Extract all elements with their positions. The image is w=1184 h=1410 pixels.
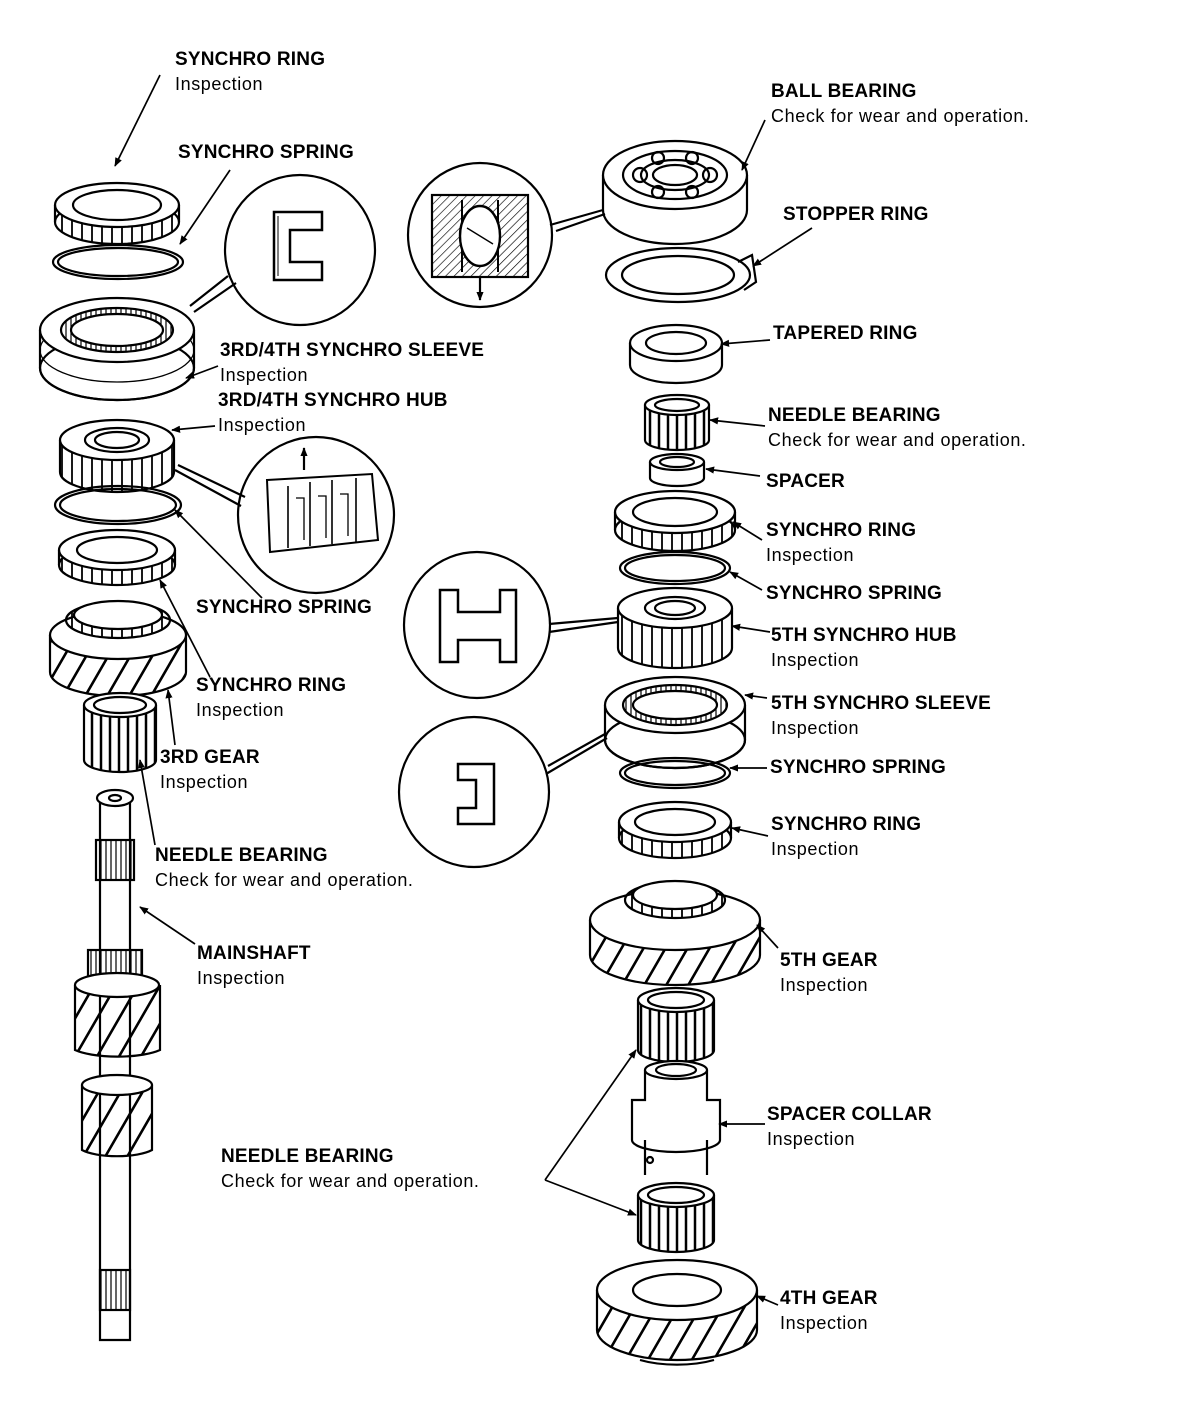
label-title: 3RD/4TH SYNCHRO SLEEVE: [220, 340, 485, 361]
label-title: 3RD/4TH SYNCHRO HUB: [218, 390, 448, 411]
label-title: SYNCHRO RING: [175, 49, 326, 70]
tapered-ring-part: [628, 323, 724, 385]
label-title: SYNCHRO SPRING: [766, 583, 942, 604]
label-title: 3RD GEAR: [160, 747, 260, 768]
label-title: TAPERED RING: [773, 323, 918, 344]
label-ball-bearing: BALL BEARING Check for wear and operatio…: [771, 79, 1030, 129]
detail-circle-sleeve-5th-profile: [397, 715, 551, 869]
gear-4th-part: [595, 1258, 759, 1366]
label-note: Inspection: [780, 975, 869, 995]
label-note: Check for wear and operation.: [221, 1171, 480, 1191]
detail-circle-sleeve-profile: [223, 173, 377, 327]
label-title: SYNCHRO SPRING: [196, 597, 372, 618]
label-title: NEEDLE BEARING: [768, 405, 941, 426]
label-synchro-ring-left: SYNCHRO RING Inspection: [196, 673, 346, 723]
synchro-spring-top-part: [51, 243, 185, 281]
needle-bearing-left-part: [82, 691, 158, 774]
label-title: 5TH SYNCHRO SLEEVE: [771, 693, 992, 714]
detail-circle-hub-profile: [402, 550, 552, 700]
label-title: NEEDLE BEARING: [221, 1146, 394, 1167]
label-spacer-collar: SPACER COLLAR Inspection: [767, 1102, 932, 1152]
label-needle-bearing-bottom: NEEDLE BEARING Check for wear and operat…: [221, 1144, 480, 1194]
gear-5th-part: [588, 879, 762, 987]
label-note: Inspection: [767, 1129, 856, 1149]
label-synchro-spring-left: SYNCHRO SPRING: [196, 595, 372, 620]
synchro-ring-left-part: [57, 528, 177, 587]
synchro-spring-right1-part: [618, 550, 732, 586]
label-synchro-spring-right2: SYNCHRO SPRING: [770, 755, 946, 780]
label-5th-synchro-sleeve: 5TH SYNCHRO SLEEVE Inspection: [771, 691, 991, 741]
needle-bearing-right-part: [643, 393, 711, 452]
needle-bearing-lower-part: [636, 1181, 716, 1254]
label-note: Inspection: [780, 1313, 869, 1333]
label-synchro-ring-top: SYNCHRO RING Inspection: [175, 47, 325, 97]
label-note: Inspection: [771, 839, 860, 859]
label-note: Check for wear and operation.: [155, 870, 414, 890]
label-note: Inspection: [771, 718, 860, 738]
mainshaft-part: [73, 788, 162, 1342]
label-title: MAINSHAFT: [197, 943, 311, 964]
label-title: 4TH GEAR: [780, 1288, 878, 1309]
label-5th-synchro-hub: 5TH SYNCHRO HUB Inspection: [771, 623, 957, 673]
label-note: Inspection: [196, 700, 285, 720]
synchro-ring-top-part: [53, 181, 181, 246]
label-mainshaft: MAINSHAFT Inspection: [197, 941, 311, 991]
label-note: Inspection: [197, 968, 286, 988]
label-note: Inspection: [766, 545, 855, 565]
label-tapered-ring: TAPERED RING: [773, 321, 918, 346]
label-3rd-gear: 3RD GEAR Inspection: [160, 745, 260, 795]
synchro-spring-right2-part: [618, 756, 732, 790]
leader-lines: [114, 74, 813, 1306]
detail-circle-ball-bearing-section: [406, 161, 554, 309]
label-title: NEEDLE BEARING: [155, 845, 328, 866]
synchro-ring-right1-part: [613, 489, 737, 553]
label-synchro-spring-top: SYNCHRO SPRING: [178, 140, 354, 165]
label-3rd-4th-synchro-sleeve: 3RD/4TH SYNCHRO SLEEVE Inspection: [220, 338, 484, 388]
synchro-ring-right2-part: [617, 800, 733, 860]
label-title: BALL BEARING: [771, 81, 917, 102]
label-title: 5TH SYNCHRO HUB: [771, 625, 957, 646]
label-title: SPACER COLLAR: [767, 1104, 932, 1125]
label-synchro-ring-right1: SYNCHRO RING Inspection: [766, 518, 916, 568]
label-note: Inspection: [218, 415, 307, 435]
label-4th-gear: 4TH GEAR Inspection: [780, 1286, 878, 1336]
label-title: STOPPER RING: [783, 204, 929, 225]
synchro-spring-left-part: [53, 484, 183, 526]
hub-34-part: [58, 418, 176, 494]
label-5th-gear: 5TH GEAR Inspection: [780, 948, 878, 998]
label-note: Inspection: [160, 772, 249, 792]
label-synchro-ring-right2: SYNCHRO RING Inspection: [771, 812, 921, 862]
ball-bearing-part: [601, 139, 749, 246]
label-title: SYNCHRO RING: [196, 675, 347, 696]
sleeve-5th-part: [603, 675, 747, 770]
sleeve-34-part: [38, 296, 196, 402]
label-needle-bearing-left: NEEDLE BEARING Check for wear and operat…: [155, 843, 414, 893]
label-note: Check for wear and operation.: [771, 106, 1030, 126]
stopper-ring-part: [604, 246, 758, 304]
detail-circle-hub-teeth: [236, 435, 396, 595]
label-needle-bearing-right: NEEDLE BEARING Check for wear and operat…: [768, 403, 1027, 453]
label-synchro-spring-right1: SYNCHRO SPRING: [766, 581, 942, 606]
gear-3rd-part: [48, 599, 188, 698]
label-note: Inspection: [175, 74, 264, 94]
label-3rd-4th-synchro-hub: 3RD/4TH SYNCHRO HUB Inspection: [218, 388, 448, 438]
label-title: SYNCHRO SPRING: [178, 142, 354, 163]
label-title: SYNCHRO RING: [771, 814, 922, 835]
hub-5th-part: [616, 586, 734, 670]
needle-bearing-upper-part: [636, 986, 716, 1064]
spacer-collar-part: [630, 1059, 722, 1175]
label-stopper-ring: STOPPER RING: [783, 202, 929, 227]
spacer-part: [648, 452, 706, 488]
label-title: SYNCHRO RING: [766, 520, 917, 541]
label-note: Inspection: [771, 650, 860, 670]
label-title: 5TH GEAR: [780, 950, 878, 971]
label-title: SYNCHRO SPRING: [770, 757, 946, 778]
label-title: SPACER: [766, 471, 845, 492]
label-note: Inspection: [220, 365, 309, 385]
label-note: Check for wear and operation.: [768, 430, 1027, 450]
label-spacer: SPACER: [766, 469, 845, 494]
